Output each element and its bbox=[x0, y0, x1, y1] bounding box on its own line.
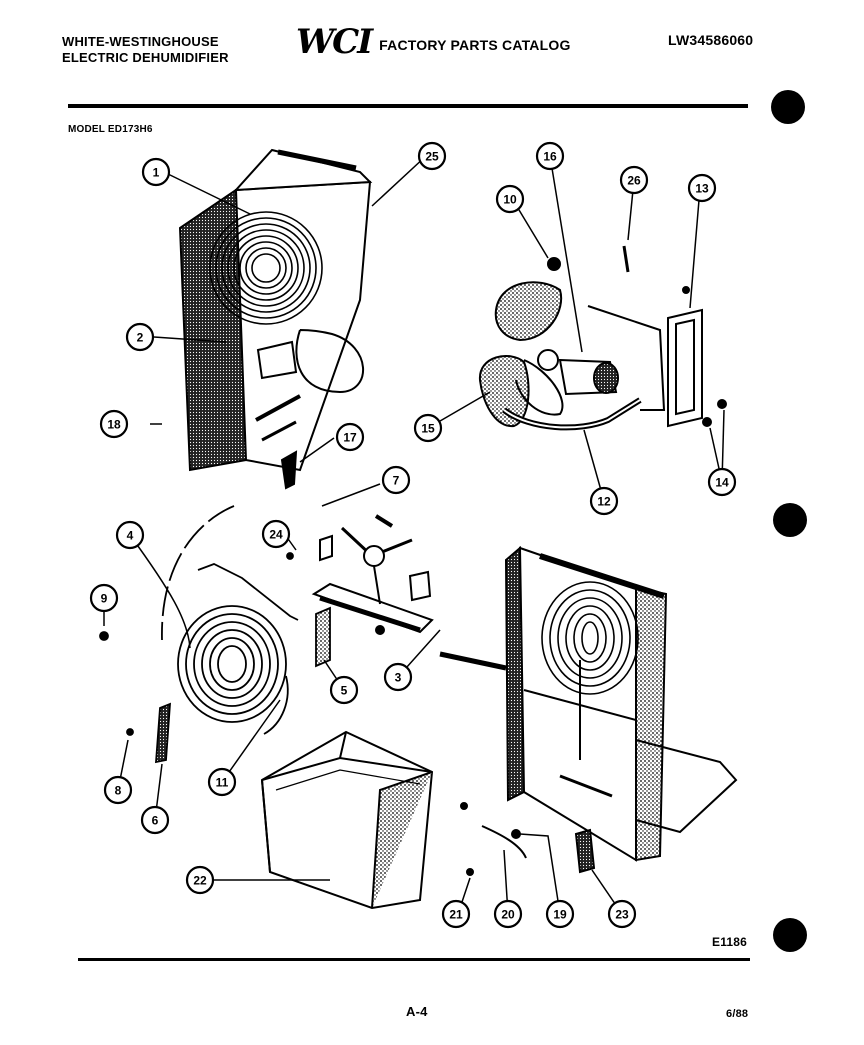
callout-8: 8 bbox=[103, 775, 133, 805]
callout-number: 26 bbox=[627, 174, 641, 188]
callout-1: 1 bbox=[141, 157, 171, 187]
callout-number: 19 bbox=[553, 908, 567, 922]
binder-hole-bottom bbox=[773, 918, 807, 952]
callout-9: 9 bbox=[89, 583, 119, 613]
page-number: A-4 bbox=[406, 1004, 428, 1019]
callout-number: 17 bbox=[343, 431, 357, 445]
callout-21: 21 bbox=[441, 899, 471, 929]
callout-number: 11 bbox=[216, 776, 229, 790]
callout-number: 20 bbox=[501, 908, 515, 922]
water-bucket bbox=[260, 730, 434, 910]
callout-number: 1 bbox=[153, 166, 160, 180]
callout-number: 15 bbox=[421, 422, 435, 436]
doc-number: LW34586060 bbox=[668, 32, 754, 48]
callout-19: 19 bbox=[545, 899, 575, 929]
callout-number: 22 bbox=[193, 874, 207, 888]
callout-number: 24 bbox=[269, 528, 283, 542]
callout-17: 17 bbox=[335, 422, 365, 452]
callout-15: 15 bbox=[413, 413, 443, 443]
callout-7: 7 bbox=[381, 465, 411, 495]
callout-18: 18 bbox=[99, 409, 129, 439]
callout-13: 13 bbox=[687, 173, 717, 203]
callout-number: 6 bbox=[152, 814, 159, 828]
callout-number: 7 bbox=[393, 474, 400, 488]
callout-number: 25 bbox=[425, 150, 439, 164]
date-code: 6/88 bbox=[726, 1008, 749, 1020]
callout-20: 20 bbox=[493, 899, 523, 929]
callout-12: 12 bbox=[589, 486, 619, 516]
callout-25: 25 bbox=[417, 141, 447, 171]
drawing-code: E1186 bbox=[712, 935, 748, 949]
callout-number: 16 bbox=[543, 150, 557, 164]
callout-number: 3 bbox=[395, 671, 402, 685]
callout-number: 14 bbox=[715, 476, 729, 490]
callout-2: 2 bbox=[125, 322, 155, 352]
callout-number: 12 bbox=[597, 495, 611, 509]
callout-22: 22 bbox=[185, 865, 215, 895]
callout-6: 6 bbox=[140, 805, 170, 835]
callout-number: 18 bbox=[107, 418, 121, 432]
callout-number: 23 bbox=[615, 908, 629, 922]
callout-number: 10 bbox=[503, 193, 517, 207]
callout-24: 24 bbox=[261, 519, 291, 549]
binder-hole-top bbox=[771, 90, 805, 124]
wci-logo: WCI bbox=[296, 22, 373, 62]
grille-coil-assembly bbox=[178, 148, 373, 490]
callout-10: 10 bbox=[495, 184, 525, 214]
callout-number: 8 bbox=[115, 784, 122, 798]
callout-26: 26 bbox=[619, 165, 649, 195]
model-label: MODEL ED173H6 bbox=[68, 124, 153, 135]
callout-number: 9 bbox=[101, 592, 108, 606]
callout-number: 21 bbox=[449, 908, 463, 922]
callout-4: 4 bbox=[115, 520, 145, 550]
callout-23: 23 bbox=[607, 899, 637, 929]
callout-14: 14 bbox=[707, 467, 737, 497]
evaporator-chassis bbox=[460, 545, 738, 876]
catalog-header: WCI FACTORY PARTS CATALOG bbox=[296, 24, 571, 60]
brand-line-2: ELECTRIC DEHUMIDIFIER bbox=[62, 50, 229, 65]
callout-3: 3 bbox=[383, 662, 413, 692]
catalog-title: FACTORY PARTS CATALOG bbox=[379, 37, 571, 53]
connector-tube bbox=[439, 651, 507, 671]
callout-number: 13 bbox=[695, 182, 709, 196]
brand-header: WHITE-WESTINGHOUSE ELECTRIC DEHUMIDIFIER bbox=[62, 34, 229, 66]
callout-number: 4 bbox=[127, 529, 134, 543]
callout-16: 16 bbox=[535, 141, 565, 171]
callout-number: 2 bbox=[137, 331, 144, 345]
brand-line-1: WHITE-WESTINGHOUSE bbox=[62, 34, 219, 49]
drain-trough bbox=[311, 514, 434, 635]
header-rule bbox=[68, 104, 748, 108]
callout-5: 5 bbox=[329, 675, 359, 705]
callout-11: 11 bbox=[207, 767, 237, 797]
callout-labels: 1234567891011121314151617181920212223242… bbox=[89, 141, 737, 929]
callout-number: 5 bbox=[341, 684, 348, 698]
binder-hole-middle bbox=[773, 503, 807, 537]
condenser-coil bbox=[99, 505, 333, 764]
footer-rule bbox=[78, 958, 750, 961]
fan-motor-assembly bbox=[478, 245, 727, 431]
